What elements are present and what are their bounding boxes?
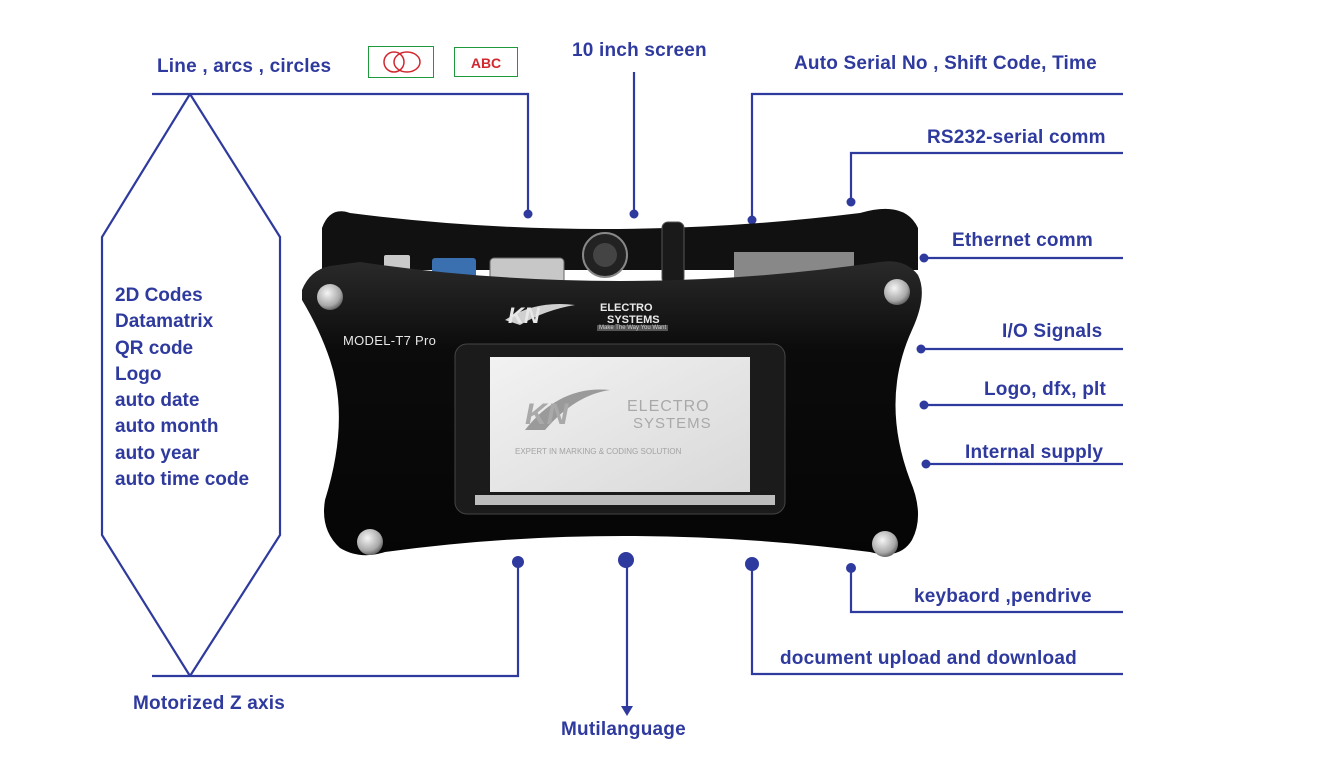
label-screen: 10 inch screen [572, 40, 707, 61]
brand-tagline: Make The Way You Want [597, 325, 669, 331]
feature-item: QR code [115, 337, 194, 359]
model-label: MODEL-T7 Pro [343, 333, 437, 348]
abc-text-box: ABC [454, 47, 518, 77]
screen-tagline: EXPERT IN MARKING & CODING SOLUTION [515, 447, 682, 456]
label-serial: Auto Serial No , Shift Code, Time [794, 53, 1097, 74]
screen-brand-bottom: SYSTEMS [633, 415, 712, 432]
brand-bottom: SYSTEMS [607, 314, 660, 326]
feature-list: 2D Codes Datamatrix QR code Logo auto da… [115, 283, 249, 493]
label-ethernet: Ethernet comm [952, 230, 1093, 251]
label-keyboard-pendrive: keybaord ,pendrive [914, 586, 1092, 607]
label-document-upload: document upload and download [780, 648, 1077, 669]
label-internal-supply: Internal supply [965, 442, 1104, 463]
feature-item: auto month [115, 416, 219, 438]
feature-item: Datamatrix [115, 311, 214, 333]
label-logo-dfx-plt: Logo, dfx, plt [984, 379, 1107, 400]
feature-item: auto time code [115, 469, 250, 491]
logo-letters: KN [508, 303, 540, 328]
feature-item: auto date [115, 390, 200, 412]
screen-logo-letters: KN [525, 398, 569, 431]
label-multilanguage: Mutilanguage [561, 719, 686, 740]
label-io-signals: I/O Signals [1002, 321, 1103, 342]
brand-top: ELECTRO [600, 302, 653, 314]
feature-item: auto year [115, 442, 200, 464]
label-line-arcs-circles: Line , arcs , circles [157, 56, 332, 77]
feature-item: Logo [115, 363, 162, 385]
label-motorized-z-axis: Motorized Z axis [133, 693, 286, 714]
screen-brand-top: ELECTRO [627, 398, 710, 415]
feature-item: 2D Codes [115, 285, 203, 306]
circles-icon [368, 46, 434, 78]
label-rs232: RS232-serial comm [927, 127, 1106, 148]
